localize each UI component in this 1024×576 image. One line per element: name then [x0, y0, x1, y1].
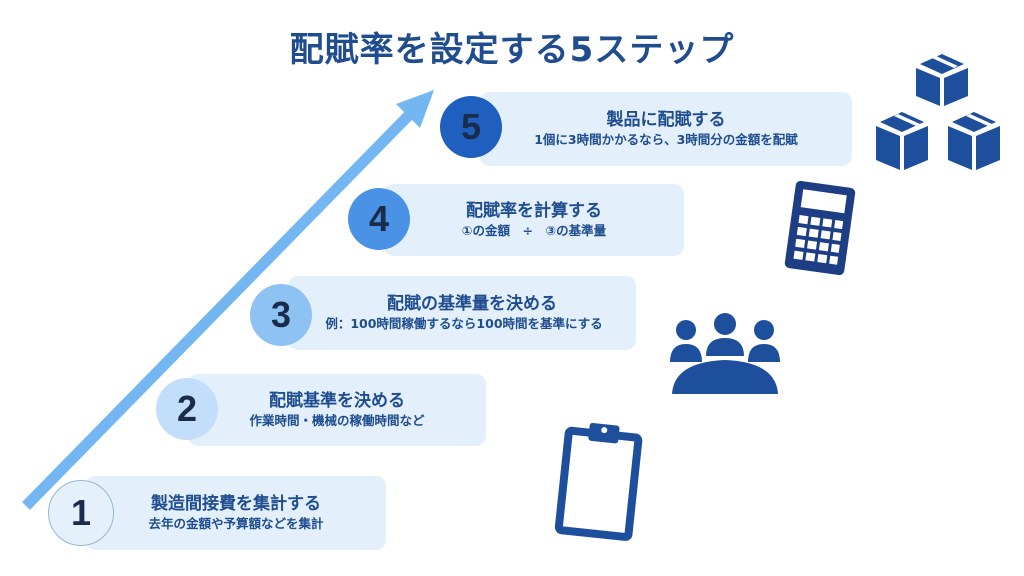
step-number-1: 1	[48, 480, 114, 546]
step-subtext: 1個に3時間かかるなら、3時間分の金額を配賦	[534, 132, 798, 147]
step-number-3: 3	[250, 284, 312, 346]
calculator-icon	[784, 180, 856, 276]
step-heading: 配賦の基準量を決める	[387, 294, 557, 314]
step-number-2: 2	[156, 378, 218, 440]
step-card-5: 製品に配賦する 1個に3時間かかるなら、3時間分の金額を配賦	[480, 92, 852, 166]
step-heading: 製造間接費を集計する	[151, 494, 321, 514]
step-card-3: 配賦の基準量を決める 例：100時間稼働するなら100時間を基準にする	[288, 276, 636, 350]
step-heading: 配賦基準を決める	[269, 391, 405, 411]
step-card-4: 配賦率を計算する ①の金額 ÷ ③の基準量	[384, 184, 684, 256]
boxes-icon	[876, 54, 1000, 170]
step-number-4: 4	[348, 188, 410, 250]
step-subtext: 例：100時間稼働するなら100時間を基準にする	[325, 316, 603, 331]
step-number-5: 5	[440, 96, 502, 158]
group-meeting-icon	[670, 313, 780, 394]
step-heading: 配賦率を計算する	[466, 201, 602, 221]
step-subtext: 去年の金額や予算額などを集計	[148, 516, 324, 531]
step-heading: 製品に配賦する	[606, 110, 726, 130]
step-subtext: ①の金額 ÷ ③の基準量	[461, 223, 607, 238]
page-title: 配賦率を設定する5ステップ	[289, 30, 735, 70]
step-card-1: 製造間接費を集計する 去年の金額や予算額などを集計	[86, 476, 386, 550]
step-card-2: 配賦基準を決める 作業時間・機械の稼働時間など	[188, 374, 486, 446]
clipboard-icon	[554, 422, 643, 541]
step-subtext: 作業時間・機械の稼働時間など	[249, 413, 425, 428]
